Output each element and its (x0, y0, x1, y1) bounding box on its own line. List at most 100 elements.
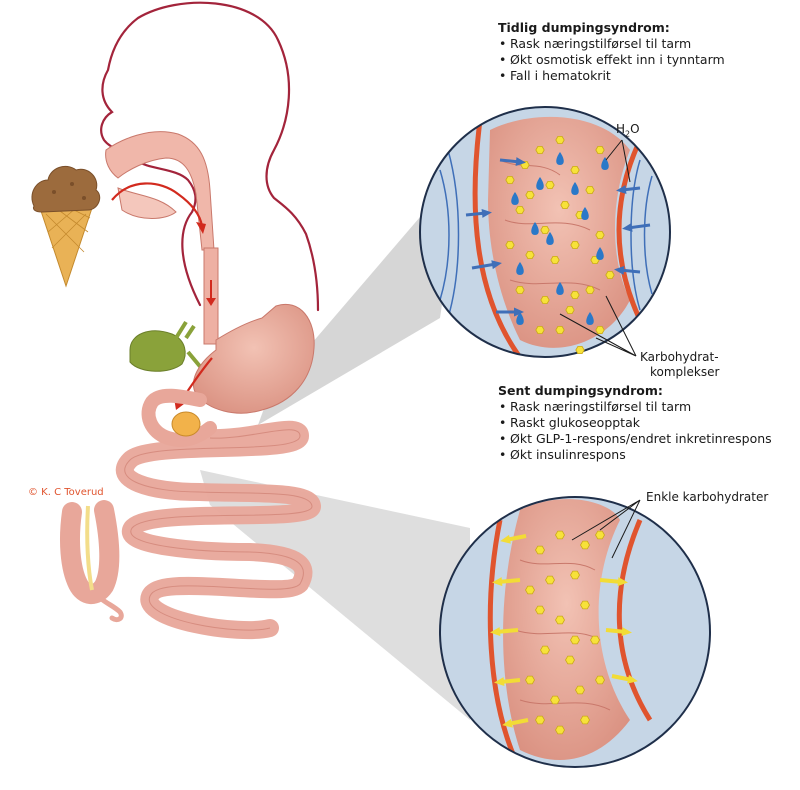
water-drop (516, 262, 524, 275)
list-item: Økt osmotisk effekt inn i tynntarm (498, 52, 725, 68)
arrowhead (614, 265, 625, 275)
carbohydrate-hexagon (515, 205, 525, 215)
arrowhead (617, 577, 628, 587)
simple-carbohydrate-hexagon (555, 725, 565, 735)
carbohydrate-hexagon (595, 230, 605, 240)
arrowhead (492, 577, 503, 587)
arrowhead (621, 627, 632, 637)
simple-carbohydrate-hexagon (550, 695, 560, 705)
list-item: Økt GLP-1-respons/endret inkretinrespons (498, 431, 772, 447)
simple-carbohydrate-hexagon (535, 545, 545, 555)
complex-label-line1: Karbohydrat- (640, 350, 719, 364)
arrowhead (514, 307, 524, 317)
carbohydrate-hexagon (525, 250, 535, 260)
carbohydrate-hexagon (560, 200, 570, 210)
simple-carbohydrate-particles (525, 530, 605, 735)
simple-carbohydrate-hexagon (535, 605, 545, 615)
water-drop (581, 207, 589, 220)
water-drop (531, 222, 539, 235)
duodenum (141, 388, 217, 448)
simple-carbohydrate-hexagon (570, 570, 580, 580)
carbohydrate-hexagon (505, 175, 515, 185)
carbohydrate-hexagon (515, 285, 525, 295)
water-drop (556, 152, 564, 165)
late-dumping-block: Sent dumpingsyndrom: Rask næringstilførs… (498, 383, 772, 463)
simple-carbohydrate-hexagon (580, 715, 590, 725)
early-dumping-heading: Tidlig dumpingsyndrom: (498, 20, 670, 35)
carbohydrate-hexagon (565, 305, 575, 315)
arrowhead (627, 674, 638, 684)
water-influx-arrow (471, 262, 497, 270)
carbohydrate-hexagon (525, 190, 535, 200)
carbohydrate-hexagon (545, 180, 555, 190)
appendix (89, 585, 124, 623)
simple-carbohydrate-hexagon (595, 675, 605, 685)
magnifier-late (439, 496, 711, 768)
water-drop (536, 177, 544, 190)
water-label-sub: 2 (625, 129, 631, 139)
carbohydrate-hexagon (540, 225, 550, 235)
absorption-arrows (490, 534, 638, 728)
bowel-segment-late (503, 499, 630, 760)
simple-carbohydrate-hexagon (580, 600, 590, 610)
simple-carbohydrate-hexagon (565, 655, 575, 665)
arrowhead (491, 260, 502, 270)
food-path-arrow (111, 182, 204, 227)
colon (60, 500, 120, 604)
simple-carbohydrate-hexagon (575, 685, 585, 695)
carbohydrate-hexagon (570, 165, 580, 175)
arrowhead (196, 222, 206, 234)
copyright-credit: © K. C Toverud (28, 487, 104, 498)
zoom-funnel-intestine (200, 470, 470, 720)
list-item: Fall i hematokrit (498, 68, 725, 84)
magnifier-early (419, 106, 671, 358)
small-intestine-shade (124, 429, 313, 631)
h2o-pointer (605, 139, 631, 183)
water-drop (601, 157, 609, 170)
water-drop (596, 247, 604, 260)
simple-carbohydrate-hexagon (570, 635, 580, 645)
carbohydrate-hexagon (570, 290, 580, 300)
carbohydrate-hexagon (555, 135, 565, 145)
head-silhouette (100, 1, 320, 312)
late-dumping-list: Rask næringstilførsel til tarm Raskt glu… (498, 399, 772, 463)
early-dumping-block: Tidlig dumpingsyndrom: Rask næringstilfø… (498, 20, 725, 84)
arrowhead (616, 185, 627, 195)
list-item: Rask næringstilførsel til tarm (498, 36, 725, 52)
stomach (193, 303, 315, 414)
carbohydrate-hexagon (585, 185, 595, 195)
water-drop (511, 192, 519, 205)
list-item: Rask næringstilførsel til tarm (498, 399, 772, 415)
simple-carbohydrate-hexagon (525, 585, 535, 595)
simple-carbohydrate-hexagon (555, 615, 565, 625)
water-influx-arrows (465, 157, 651, 317)
simple-carbohydrate-hexagon (525, 675, 535, 685)
water-drop (516, 312, 524, 325)
simple-carb-pointer (571, 499, 641, 559)
simple-carbohydrate-hexagon (595, 530, 605, 540)
water-label-o: O (630, 122, 640, 136)
simple-carbohydrate-hexagon (555, 530, 565, 540)
arrowhead (515, 157, 526, 167)
carbohydrate-hexagon (595, 325, 605, 335)
simple-carbohydrate-hexagon (580, 540, 590, 550)
carbohydrate-hexagon (595, 145, 605, 155)
simple-carbohydrate-label: Enkle karbohydrater (646, 490, 769, 504)
simple-carbohydrate-hexagon (590, 635, 600, 645)
carbohydrate-hexagon (550, 255, 560, 265)
oral-cavity (105, 131, 215, 251)
carbohydrate-hexagon (505, 240, 515, 250)
carbohydrate-complex-label: Karbohydrat- komplekser (640, 350, 719, 380)
carbohydrate-hexagon (605, 270, 615, 280)
complex-pointer (559, 295, 637, 357)
gallbladder (129, 330, 186, 372)
water-label-h: H (616, 122, 626, 136)
simple-carbohydrate-hexagon (545, 575, 555, 585)
pancreas (171, 411, 201, 437)
ice-cream-cone-icon (31, 165, 101, 288)
carbohydrate-hexagon (585, 285, 595, 295)
arrowhead (622, 223, 633, 232)
water-droplets (511, 152, 609, 325)
late-dumping-heading: Sent dumpingsyndrom: (498, 383, 663, 398)
